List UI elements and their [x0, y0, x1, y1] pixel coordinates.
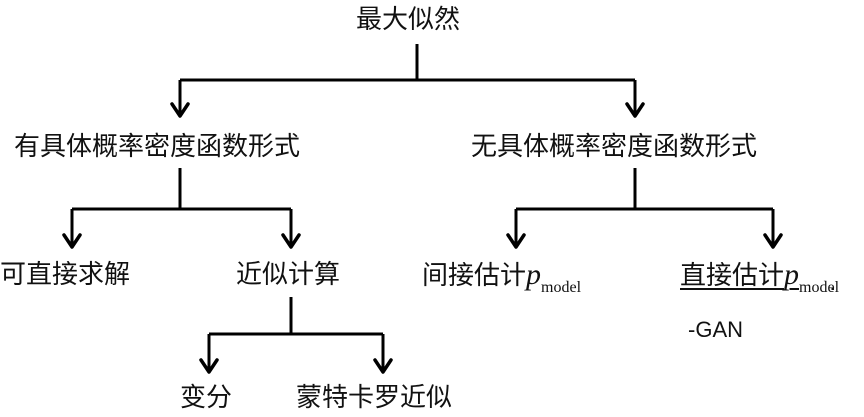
root-node: 最大似然 — [356, 3, 460, 37]
left-branch-label: 有具体概率密度函数形式 — [14, 132, 301, 162]
arrowhead-variational — [199, 358, 219, 374]
left-branch-node: 有具体概率密度函数形式 — [14, 130, 300, 164]
arrowhead-direct-solve — [62, 233, 82, 249]
indirect-sub: model — [541, 279, 582, 296]
variational-label: 变分 — [180, 383, 233, 413]
arrowhead-right — [625, 102, 645, 118]
indirect-prefix: 间接估计 — [422, 261, 527, 291]
mcmc-label: 蒙特卡罗近似 — [296, 383, 453, 413]
right-branch-node: 无具体概率密度函数形式 — [471, 130, 757, 164]
variational-node: 变分 — [180, 381, 232, 415]
direct-est-prefix: 直接估计 — [680, 261, 785, 291]
direct-est-node: 直接估计pmodel — [680, 258, 839, 297]
indirect-node: 间接估计pmodel — [422, 258, 581, 297]
approx-label: 近似计算 — [236, 260, 341, 290]
gan-note-label: -GAN — [688, 317, 743, 342]
root-label: 最大似然 — [356, 5, 461, 35]
arrowhead-direct-est — [763, 233, 783, 249]
mcmc-node: 蒙特卡罗近似 — [296, 381, 452, 415]
approx-node: 近似计算 — [236, 258, 340, 292]
right-branch-label: 无具体概率密度函数形式 — [471, 132, 758, 162]
direct-solve-label: 可直接求解 — [0, 260, 131, 290]
direct-est-sub: model — [799, 279, 840, 296]
indirect-var: p — [526, 258, 542, 291]
arrowhead-left — [170, 102, 190, 118]
arrowhead-approx — [281, 233, 301, 249]
arrowhead-indirect — [506, 233, 526, 249]
gan-note: -GAN — [688, 313, 743, 347]
arrowhead-mcmc — [373, 358, 393, 374]
direct-solve-node: 可直接求解 — [0, 258, 130, 292]
direct-est-var: p — [784, 258, 800, 291]
